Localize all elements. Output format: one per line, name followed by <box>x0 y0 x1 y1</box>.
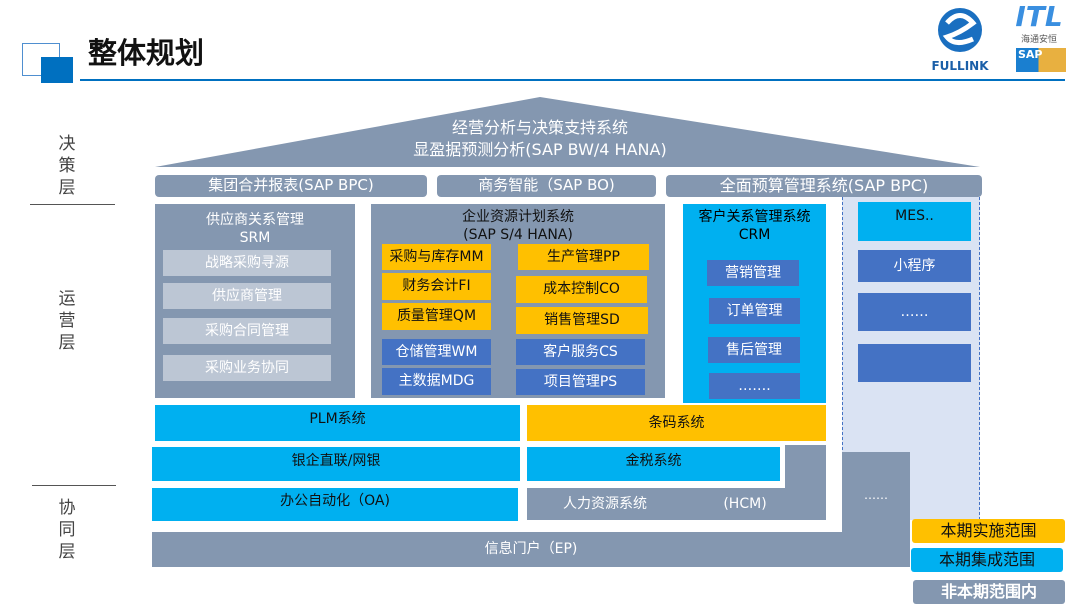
srm-title: 供应商关系管理 <box>206 211 304 228</box>
srm-item: 采购业务协同 <box>163 355 331 381</box>
bank-system: 银企直联/网银 <box>152 447 520 481</box>
layer-divider <box>32 485 116 486</box>
crm-item: 营销管理 <box>707 260 799 286</box>
hr-system-code: (HCM) <box>723 495 767 512</box>
fullink-logo-icon <box>938 8 982 52</box>
srm-item: 采购合同管理 <box>163 318 331 344</box>
legend-implement: 本期实施范围 <box>912 519 1065 543</box>
portal-ep: 信息门户（EP) <box>152 532 910 567</box>
barcode-system: 条码系统 <box>527 405 826 441</box>
srm-item: 战略采购寻源 <box>163 250 331 276</box>
erp-module: 财务会计FI <box>382 273 491 300</box>
bi-budget: 全面预算管理系统(SAP BPC) <box>666 175 982 197</box>
itl-logo: ITL 海通安恒 <box>1015 0 1063 46</box>
erp-module: 成本控制CO <box>516 276 647 303</box>
title-underline <box>80 79 1065 81</box>
crm-title: 客户关系管理系统 <box>698 208 811 225</box>
oa-system: 办公自动化（OA) <box>152 488 518 521</box>
srm-item: 供应商管理 <box>163 283 331 309</box>
roof-triangle <box>155 97 980 167</box>
erp-module: 质量管理QM <box>382 303 491 330</box>
sap-gold-logo: SAP <box>1016 48 1066 72</box>
bi-consolidation: 集团合并报表(SAP BPC) <box>155 175 427 197</box>
other-blank <box>858 344 971 382</box>
erp-sub: (SAP S/4 HANA) <box>463 226 573 243</box>
erp-module: 项目管理PS <box>516 369 645 395</box>
layer-decision: 决策层 <box>58 134 76 198</box>
other-more: …… <box>858 293 971 331</box>
erp-module: 生产管理PP <box>518 244 649 270</box>
roof-line2: 显盈据预测分析(SAP BW/4 HANA) <box>413 139 667 159</box>
layer-operation: 运营层 <box>58 289 76 353</box>
other-mes: MES.. <box>858 202 971 241</box>
bi-bo: 商务智能（SAP BO) <box>437 175 656 197</box>
crm-item: 售后管理 <box>708 337 800 363</box>
crm-sub: CRM <box>738 226 771 243</box>
legend-integrate: 本期集成范围 <box>911 548 1063 572</box>
erp-module: 仓储管理WM <box>382 339 491 365</box>
erp-module: 采购与库存MM <box>382 244 491 270</box>
gray-backdrop <box>842 452 910 532</box>
erp-module: 主数据MDG <box>382 368 491 395</box>
layer-divider <box>30 204 115 205</box>
roof-line1: 经营分析与决策支持系统 <box>451 117 628 137</box>
erp-module: 销售管理SD <box>516 307 648 334</box>
crm-item: 订单管理 <box>709 298 800 324</box>
hr-system <box>527 488 826 520</box>
plm-system: PLM系统 <box>155 405 520 441</box>
hr-system-label: 人力资源系统 <box>563 495 647 512</box>
crm-item: ……. <box>709 373 800 399</box>
page-title: 整体规划 <box>88 36 205 70</box>
tax-system: 金税系统 <box>527 447 780 481</box>
more-systems: …… <box>864 488 888 503</box>
other-miniprogram: 小程序 <box>858 250 971 282</box>
fullink-logo: FULLINK <box>925 3 995 75</box>
erp-title: 企业资源计划系统 <box>462 208 574 225</box>
srm-sub: SRM <box>239 229 271 246</box>
erp-module: 客户服务CS <box>516 339 645 365</box>
deco-square-filled <box>41 57 73 83</box>
layer-collaboration: 协同层 <box>58 498 76 562</box>
legend-out-of-scope: 非本期范围内 <box>913 580 1065 604</box>
